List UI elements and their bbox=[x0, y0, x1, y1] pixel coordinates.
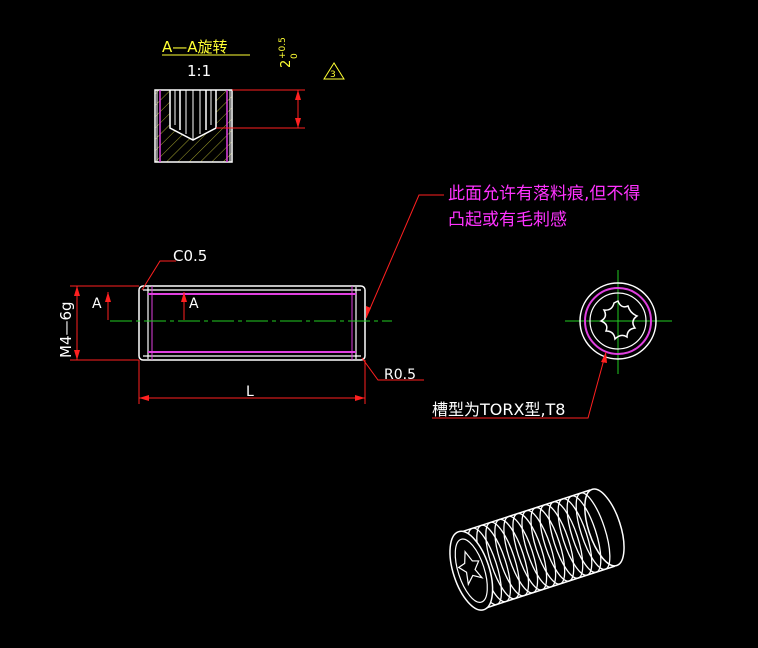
drive-label: 槽型为TORX型,T8 bbox=[432, 400, 566, 419]
tolerance-lower: 0 bbox=[290, 53, 300, 59]
thread-ridge bbox=[503, 515, 539, 594]
set-screw-3d-icon bbox=[449, 488, 625, 611]
thread-ridge bbox=[539, 504, 575, 582]
thread-ridge bbox=[512, 512, 548, 591]
iso-view bbox=[449, 488, 625, 611]
thread-ridge bbox=[566, 495, 602, 573]
thread-ridge bbox=[530, 506, 566, 585]
surface-note-line1: 此面允许有落料痕,但不得 bbox=[448, 184, 640, 204]
note-triangle-icon: 3 bbox=[323, 62, 345, 80]
thread-ridge bbox=[521, 509, 557, 588]
side-view: M4—6g A A C0.5 R0.5 bbox=[57, 194, 444, 404]
socket-depth-dimension: 2 +0.5 0 bbox=[216, 37, 305, 129]
thread-ridge bbox=[548, 501, 584, 579]
section-mark-right-label: A bbox=[189, 296, 199, 312]
radius-label: R0.5 bbox=[384, 367, 416, 383]
thread-dimension: M4—6g bbox=[57, 285, 139, 361]
note-marker: 3 bbox=[330, 70, 336, 80]
chamfer-label: C0.5 bbox=[173, 247, 207, 265]
torx-socket-icon bbox=[599, 299, 639, 341]
length-label: L bbox=[246, 384, 254, 400]
radius-leader: R0.5 bbox=[361, 357, 424, 383]
tolerance-nominal: 2 bbox=[279, 60, 294, 68]
section-title: A—A旋转 bbox=[162, 38, 228, 56]
screw-body-side bbox=[138, 285, 366, 361]
end-view: 槽型为TORX型,T8 bbox=[432, 270, 672, 419]
tolerance-upper: +0.5 bbox=[278, 37, 288, 59]
drive-leader bbox=[432, 351, 607, 419]
surface-note: 此面允许有落料痕,但不得 凸起或有毛刺感 bbox=[448, 184, 640, 230]
section-body bbox=[154, 89, 233, 163]
chamfer-leader: C0.5 bbox=[141, 247, 207, 291]
section-mark-right: A bbox=[181, 292, 199, 320]
thread-label: M4—6g bbox=[57, 301, 75, 358]
section-mark-left-label: A bbox=[92, 296, 102, 312]
section-mark-left: A bbox=[92, 292, 111, 320]
section-scale: 1:1 bbox=[187, 62, 211, 80]
section-view: A—A旋转 1:1 bbox=[154, 37, 345, 163]
length-dimension: L bbox=[138, 360, 366, 404]
thread-ridge bbox=[494, 518, 530, 597]
surface-note-line2: 凸起或有毛刺感 bbox=[448, 210, 567, 230]
surface-note-leader bbox=[365, 194, 444, 319]
